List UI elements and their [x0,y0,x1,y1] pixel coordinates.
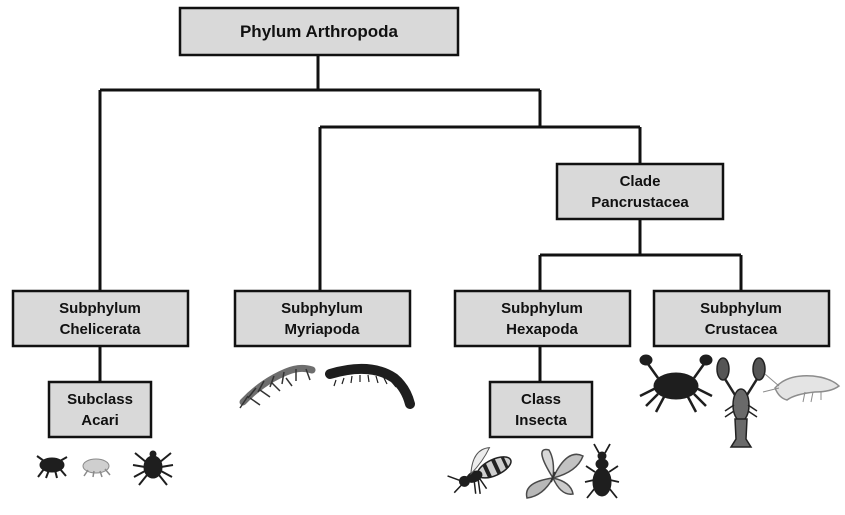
node-label-line2: Pancrustacea [591,194,689,211]
node-label-line2: Acari [81,412,119,429]
node-subphylum-crustacea: Subphylum Crustacea [654,291,829,346]
node-label-line1: Clade [620,173,661,190]
node-subphylum-hexapoda: Subphylum Hexapoda [455,291,630,346]
centipede-icon [240,368,312,408]
node-label-line1: Class [521,391,561,408]
node-subphylum-myriapoda: Subphylum Myriapoda [235,291,410,346]
lobster-icon [717,358,765,447]
node-label: Phylum Arthropoda [240,22,399,41]
tick-icon [133,451,173,485]
node-label-line2: Insecta [515,412,567,429]
node-clade-pancrustacea: Clade Pancrustacea [557,164,723,219]
node-label-line1: Subphylum [501,300,583,317]
node-label-line1: Subclass [67,391,133,408]
node-label-line1: Subphylum [700,300,782,317]
node-label-line2: Chelicerata [60,321,142,338]
white-mite-icon [83,459,110,477]
butterfly-icon [527,450,583,498]
node-label-line1: Subphylum [59,300,141,317]
crab-icon [640,355,712,412]
beetle-icon [585,444,619,498]
millipede-icon [330,369,410,404]
node-phylum-arthropoda: Phylum Arthropoda [180,8,458,55]
mite-icon [37,456,67,478]
node-class-insecta: Class Insecta [490,382,592,437]
node-label-line2: Myriapoda [284,321,360,338]
node-label-line1: Subphylum [281,300,363,317]
node-subphylum-chelicerata: Subphylum Chelicerata [13,291,188,346]
wasp-icon [443,440,519,503]
shrimp-icon [763,374,839,402]
node-label-line2: Crustacea [705,321,778,338]
node-subclass-acari: Subclass Acari [49,382,151,437]
node-label-line2: Hexapoda [506,321,578,338]
